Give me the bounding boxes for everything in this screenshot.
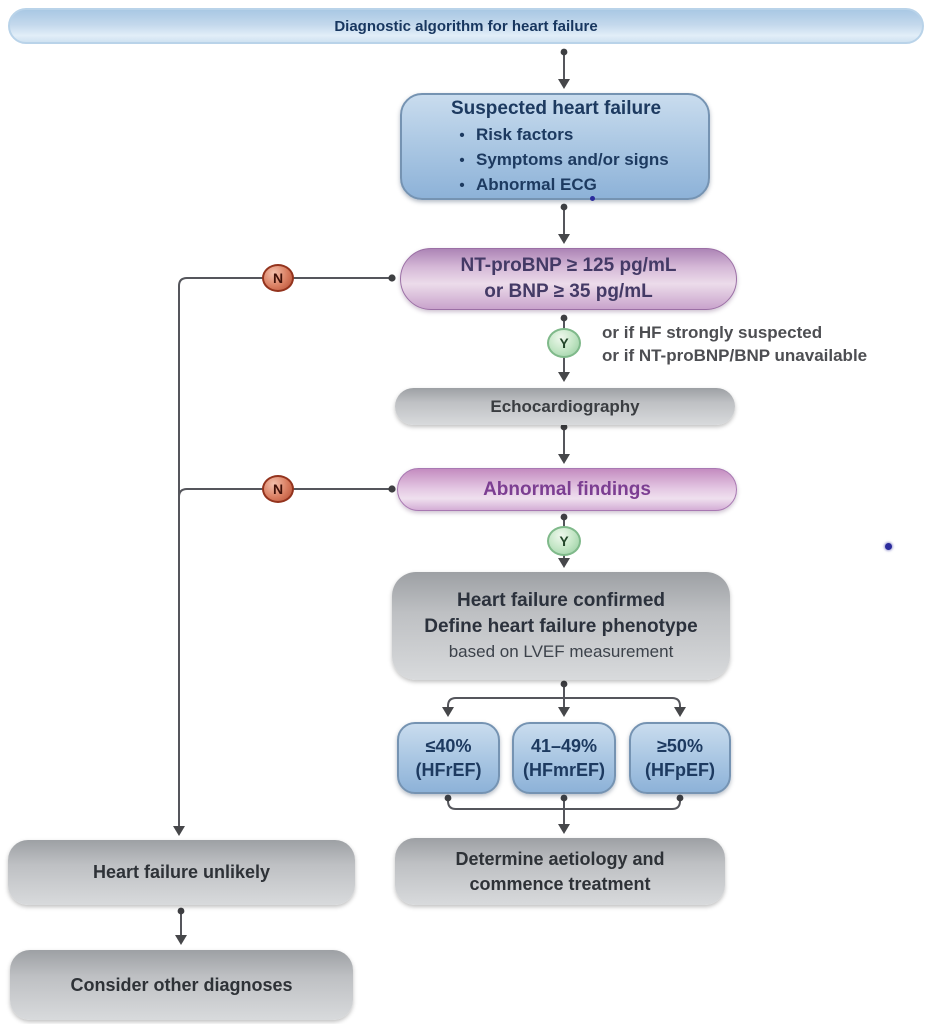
arrowhead — [674, 707, 686, 717]
suspected-bullet-abnormal-ecg: • Abnormal ECG — [416, 173, 597, 198]
arrowhead — [558, 234, 570, 244]
connector-branch-left — [447, 697, 564, 708]
connector-dot — [560, 48, 568, 56]
node-abnormal-findings: Abnormal findings — [397, 468, 737, 511]
no-badge-bnp: N — [262, 264, 294, 292]
arrowhead — [558, 79, 570, 89]
node-natriuretic-peptides: NT-proBNP ≥ 125 pg/mL or BNP ≥ 35 pg/mL — [400, 248, 737, 310]
node-echocardiography: Echocardiography — [395, 388, 735, 425]
lvef-hfref-label: (HFrEF) — [415, 760, 482, 780]
suspected-bullet-risk-factors: • Risk factors — [416, 123, 573, 148]
connector-merge-right — [564, 798, 681, 810]
lvef-hfmref-label: (HFmrEF) — [523, 760, 605, 780]
connector-merge-left — [447, 798, 564, 810]
suspected-bullet-symptoms: • Symptoms and/or signs — [416, 148, 668, 173]
connector-dot — [560, 513, 568, 521]
connector-dot — [560, 680, 568, 688]
bullet-icon: • — [459, 151, 465, 169]
connector-dot — [560, 794, 568, 802]
connector-dot — [560, 314, 568, 322]
yes-badge-bnp: Y — [547, 328, 581, 358]
connector-dot — [676, 794, 684, 802]
confirmed-line2: Define heart failure phenotype — [424, 616, 698, 637]
connector-dot — [177, 907, 185, 915]
bullet-icon: • — [459, 126, 465, 144]
suspected-title: Suspected heart failure — [450, 97, 662, 119]
determine-line1: Determine aetiology and — [455, 848, 665, 869]
node-heart-failure-confirmed: Heart failure confirmed Define heart fai… — [392, 572, 730, 680]
connector-dot — [444, 794, 452, 802]
arrowhead — [558, 454, 570, 464]
connector-dot — [560, 423, 568, 431]
confirmed-line3: based on LVEF measurement — [448, 642, 674, 661]
node-consider-other-diagnoses: Consider other diagnoses — [10, 950, 353, 1020]
yes-badge-abnormal-findings: Y — [547, 526, 581, 556]
bnp-line2: or BNP ≥ 35 pg/mL — [484, 281, 653, 302]
bullet-icon: • — [459, 176, 465, 194]
no-badge-abnormal-findings: N — [262, 475, 294, 503]
lvef-hfmref-value: 41–49% — [530, 736, 598, 756]
bnp-note-line2: or if NT-proBNP/BNP unavailable — [602, 346, 868, 365]
connector-no-bnp-to-unlikely — [178, 277, 392, 827]
lvef-hfref-value: ≤40% — [425, 736, 472, 756]
connector-dot — [388, 274, 396, 282]
arrowhead — [442, 707, 454, 717]
arrowhead — [558, 558, 570, 568]
node-heart-failure-unlikely: Heart failure unlikely — [8, 840, 355, 905]
bnp-note-line1: or if HF strongly suspected — [602, 323, 823, 342]
lvef-hfpef-label: (HFpEF) — [645, 760, 715, 780]
connector-dot — [388, 485, 396, 493]
bnp-line1: NT-proBNP ≥ 125 pg/mL — [460, 255, 677, 276]
lvef-hfpef-value: ≥50% — [657, 736, 703, 756]
node-lvef-hfmref: 41–49% (HFmrEF) — [512, 722, 616, 794]
artifact-dot — [590, 196, 595, 201]
arrowhead — [175, 935, 187, 945]
diagram-title-bar: Diagnostic algorithm for heart failure — [8, 8, 924, 44]
node-lvef-hfref: ≤40% (HFrEF) — [397, 722, 500, 794]
arrowhead — [173, 826, 185, 836]
connector-branch-right — [564, 697, 681, 708]
arrowhead — [558, 824, 570, 834]
connector-no-abnormal-join — [178, 488, 392, 510]
arrowhead — [558, 707, 570, 717]
confirmed-line1: Heart failure confirmed — [457, 590, 665, 611]
artifact-dot — [885, 543, 892, 550]
node-lvef-hfpef: ≥50% (HFpEF) — [629, 722, 731, 794]
bnp-side-note: or if HF strongly suspected or if NT-pro… — [602, 321, 867, 367]
diagram-title: Diagnostic algorithm for heart failure — [334, 17, 598, 35]
node-determine-aetiology: Determine aetiology and commence treatme… — [395, 838, 725, 905]
connector-dot — [560, 203, 568, 211]
arrowhead — [558, 372, 570, 382]
determine-line2: commence treatment — [469, 873, 651, 894]
node-suspected-heart-failure: Suspected heart failure • Risk factors •… — [400, 93, 710, 200]
